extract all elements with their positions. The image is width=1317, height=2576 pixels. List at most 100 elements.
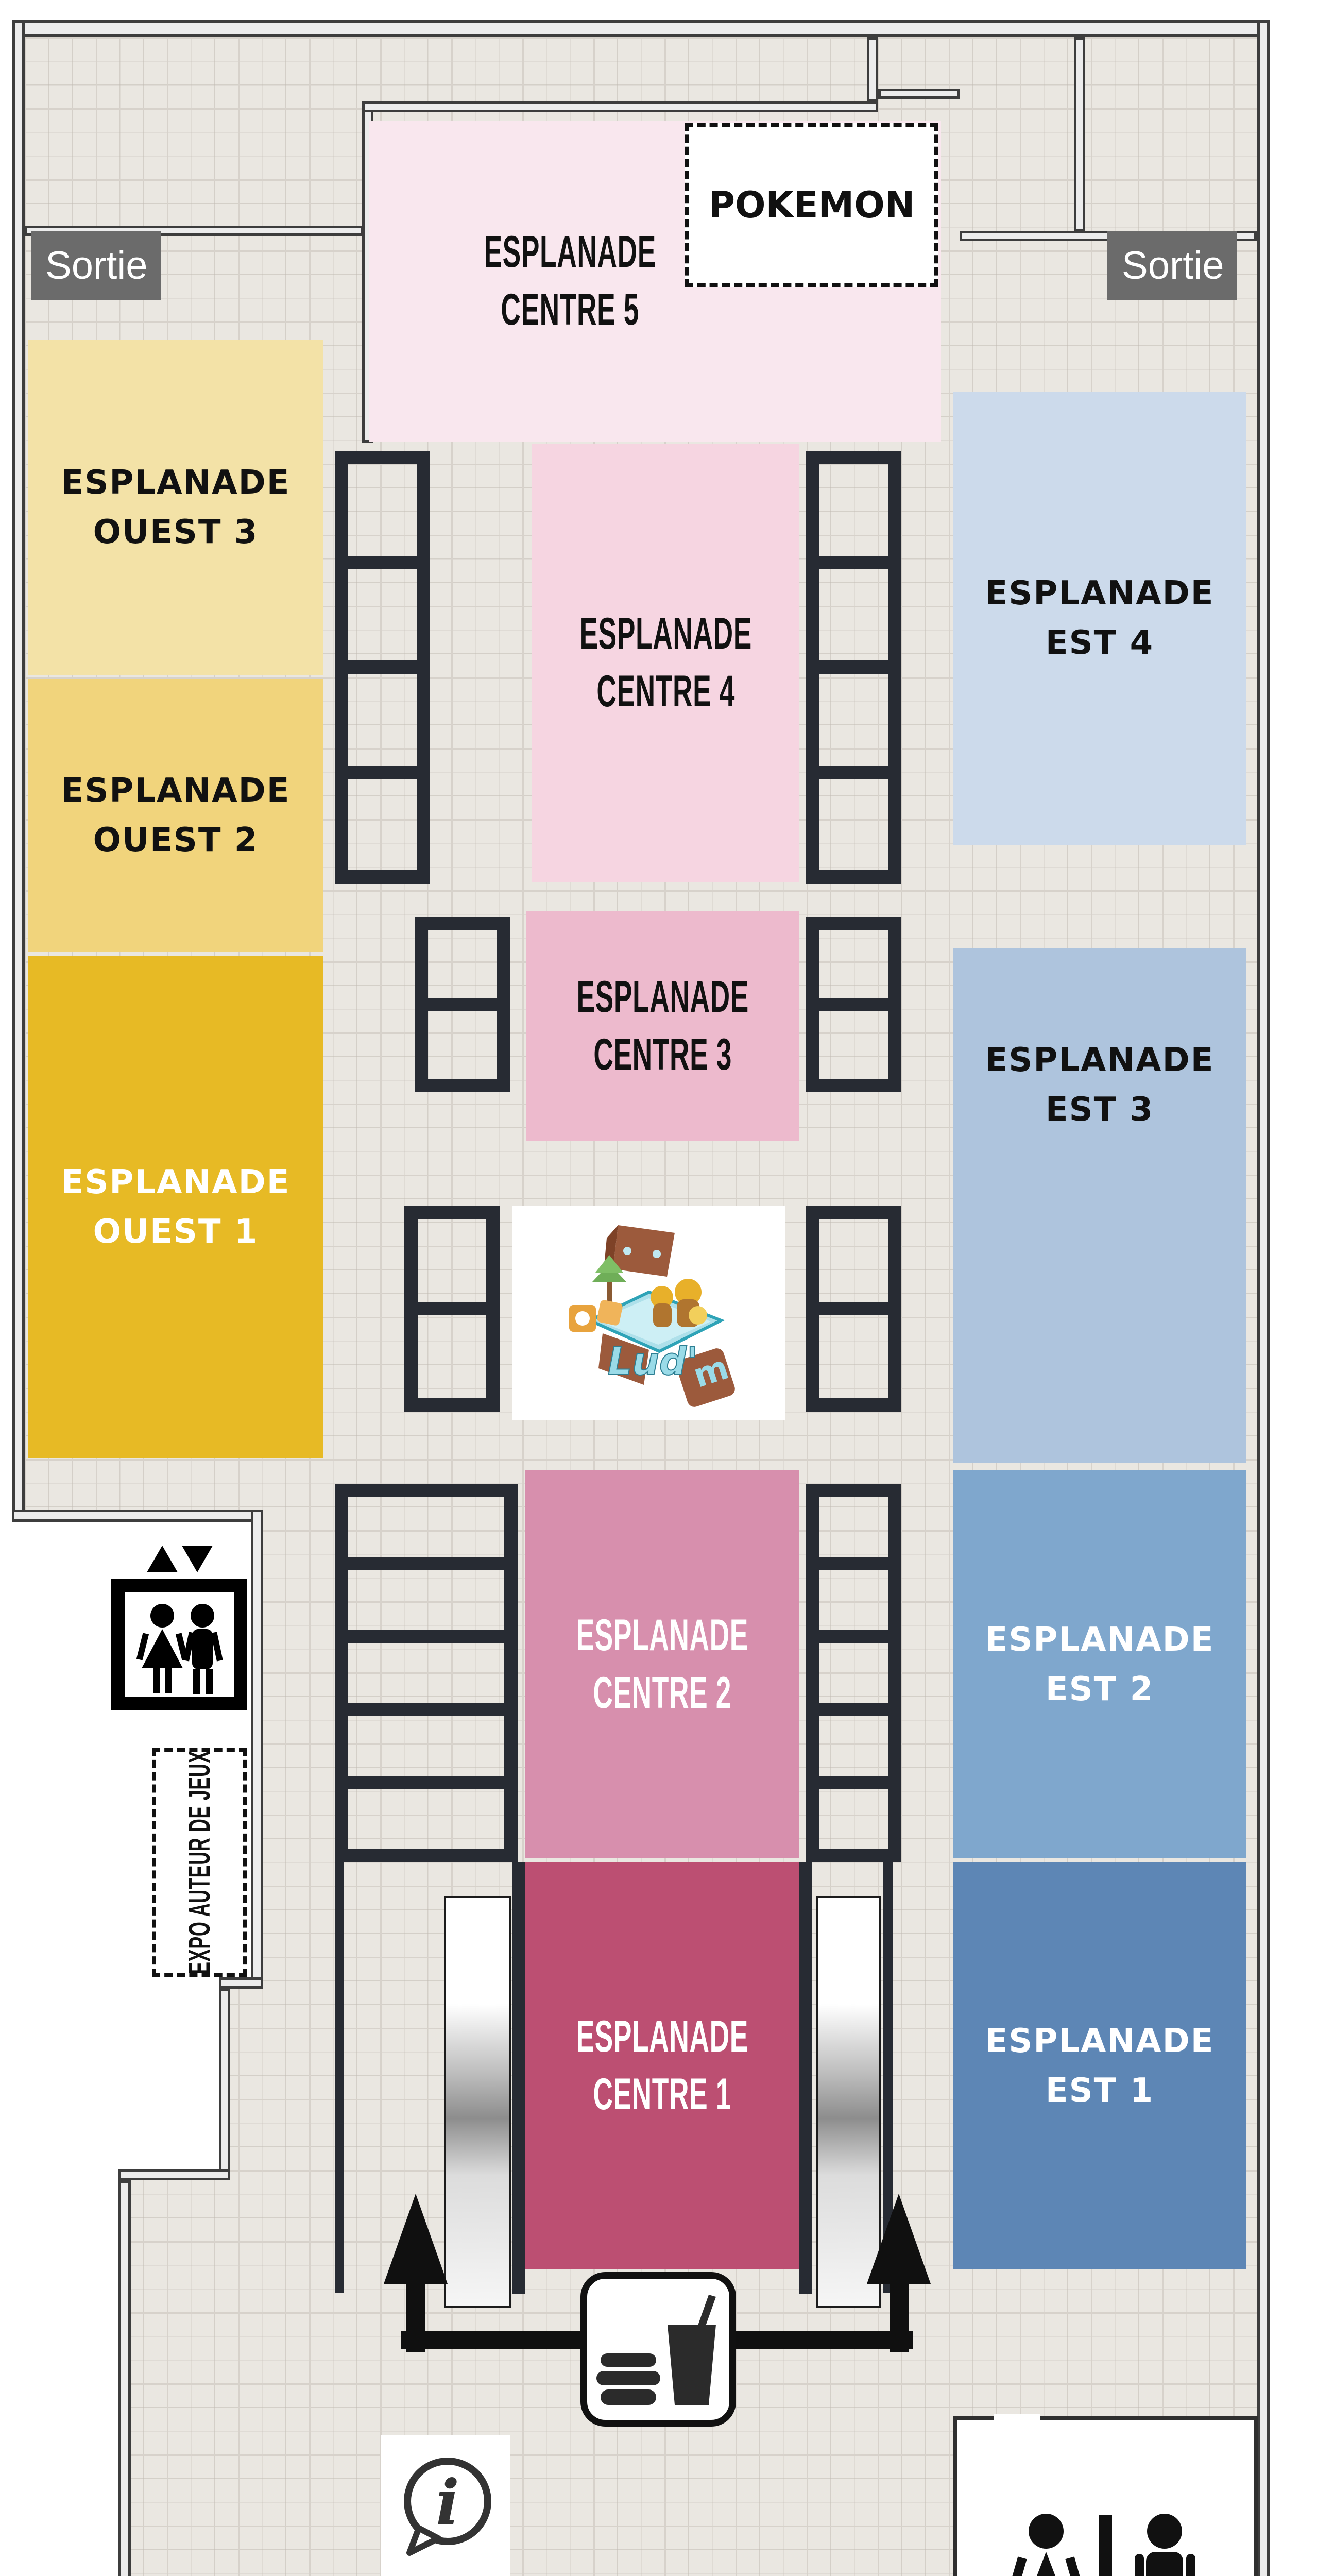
escalator-rail: [335, 1862, 344, 2293]
table-cell: [819, 930, 888, 1011]
ouest2-line2: OUEST 2: [93, 821, 259, 859]
down-triangle-icon: [182, 1546, 213, 1572]
elevator-svg: [111, 1546, 247, 1710]
zone-esplanade-ouest-1: ESPLANADE OUEST 1: [28, 956, 323, 1458]
est1-line1: ESPLANADE: [985, 2022, 1215, 2060]
up-arrow-icon: [867, 2194, 931, 2284]
zone-esplanade-ouest-2: ESPLANADE OUEST 2: [28, 679, 323, 952]
centre4-line2: CENTRE 4: [596, 667, 735, 716]
wall-stub1: [219, 1977, 263, 1989]
woman-icon: [1004, 2514, 1088, 2576]
restroom-door-gap: [994, 2414, 1040, 2422]
wall-left: [12, 20, 25, 1522]
centre5-line1: ESPLANADE: [484, 227, 656, 277]
exit-left-label: Sortie: [45, 243, 148, 287]
wall-right: [1257, 20, 1270, 2576]
centre4-line1: ESPLANADE: [579, 609, 752, 659]
table-cell: [819, 1789, 888, 1849]
centre2-line1: ESPLANADE: [576, 1610, 749, 1660]
up-triangle-icon: [147, 1546, 178, 1572]
zone-esplanade-centre-1: ESPLANADE CENTRE 1: [525, 1862, 799, 2269]
left-strip: [25, 2180, 118, 2576]
table-cell: [819, 1716, 888, 1790]
table-row: [335, 1484, 518, 1862]
zone-esplanade-est-2: ESPLANADE EST 2: [953, 1470, 1246, 1858]
table-cell: [348, 674, 417, 779]
restroom-icons: [1004, 2514, 1195, 2576]
zone-esplanade-centre-2: ESPLANADE CENTRE 2: [525, 1470, 799, 1858]
zone-esplanade-centre-3: ESPLANADE CENTRE 3: [526, 911, 799, 1141]
centre3-line1: ESPLANADE: [576, 972, 749, 1022]
table-cell: [348, 464, 417, 569]
table-cell: [428, 930, 497, 1011]
table-cell: [348, 1497, 504, 1570]
centre3-line2: CENTRE 3: [593, 1029, 732, 1079]
est3-line2: EST 3: [1045, 1091, 1154, 1129]
info-point-box: i: [381, 2435, 510, 2576]
zone-esplanade-est-4: ESPLANADE EST 4: [953, 392, 1246, 845]
wall-vert2: [219, 1989, 230, 2180]
escalator-rail: [883, 1862, 893, 2293]
table-cell: [819, 1219, 888, 1315]
food-stand: [580, 2272, 736, 2427]
expo-alcove: [25, 1989, 219, 2180]
table-cell: [819, 1643, 888, 1717]
table-cell: [819, 779, 888, 871]
table-cell: [428, 1011, 497, 1079]
wall-stub2: [118, 2169, 230, 2180]
table-cell: [418, 1219, 486, 1315]
escalator-rail: [512, 1862, 525, 2294]
expo-auteur-box: EXPO AUTEUR DE JEUX: [152, 1748, 247, 1977]
table-cell: [348, 1570, 504, 1643]
table-cell: [348, 1716, 504, 1790]
centre1-line1: ESPLANADE: [576, 2012, 749, 2062]
wall-alcove-right: [251, 1510, 263, 1989]
table-cell: [819, 1315, 888, 1398]
est4-line2: EST 4: [1045, 624, 1154, 662]
ouest3-line1: ESPLANADE: [61, 464, 290, 502]
table-cell: [348, 779, 417, 871]
ludm-logo-box: m Lud': [512, 1206, 785, 1420]
up-arrow-shaft: [406, 2277, 425, 2352]
exit-right-badge: Sortie: [1107, 231, 1237, 300]
wall-sortie-right-vert: [1074, 37, 1085, 232]
exit-right-label: Sortie: [1122, 243, 1224, 287]
ludm-logo: m Lud': [569, 1225, 735, 1407]
zone-esplanade-est-1: ESPLANADE EST 1: [953, 1862, 1246, 2269]
elevator-icon: [106, 1540, 250, 1710]
centre2-line2: CENTRE 2: [593, 1668, 732, 1718]
zone-pokemon: POKEMON: [685, 123, 938, 287]
zone-esplanade-ouest-3: ESPLANADE OUEST 3: [28, 340, 323, 675]
man-icon: [1135, 2514, 1195, 2576]
table-cell: [819, 464, 888, 569]
ouest2-line1: ESPLANADE: [61, 772, 290, 810]
est2-line2: EST 2: [1045, 1670, 1154, 1708]
restroom-divider: [1099, 2515, 1112, 2576]
wall-top: [12, 20, 1270, 37]
table-cell: [348, 1789, 504, 1849]
est3-line1: ESPLANADE: [985, 1041, 1215, 1079]
table-cell: [819, 1570, 888, 1643]
wall-c5-notch: [867, 37, 878, 102]
wall-c5-right-seg: [878, 89, 960, 99]
table-cell: [348, 1643, 504, 1717]
svg-text:i: i: [436, 2466, 459, 2539]
zone-esplanade-centre-4: ESPLANADE CENTRE 4: [532, 444, 799, 882]
wall-vert3: [118, 2180, 131, 2576]
est1-line2: EST 1: [1045, 2072, 1154, 2110]
burger-and-drink-icon: [596, 2295, 716, 2405]
svg-text:Lud': Lud': [608, 1340, 698, 1384]
info-bubble-icon: i: [404, 2458, 491, 2556]
expo-auteur-label: EXPO AUTEUR DE JEUX: [182, 1750, 216, 1974]
table-row: [806, 917, 901, 1092]
table-row: [806, 451, 901, 884]
ouest1-line1: ESPLANADE: [61, 1163, 290, 1201]
table-row: [404, 1206, 500, 1412]
up-arrow-shaft: [890, 2277, 909, 2352]
table-cell: [819, 1011, 888, 1079]
ouest1-line2: OUEST 1: [93, 1213, 259, 1251]
pokemon-label: POKEMON: [708, 183, 915, 226]
ouest3-line2: OUEST 3: [93, 513, 259, 551]
est2-line1: ESPLANADE: [985, 1620, 1215, 1659]
